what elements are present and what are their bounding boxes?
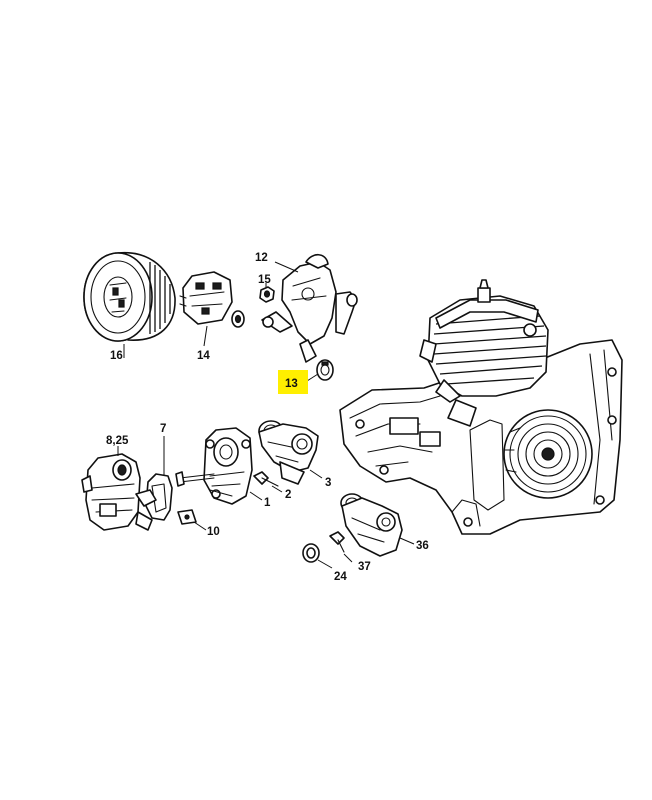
callout-37: 37 — [358, 561, 371, 573]
screw-part-2 — [253, 471, 283, 493]
ring-part-24 — [302, 543, 333, 569]
callout-15: 15 — [258, 274, 271, 286]
callout-8-25: 8,25 — [106, 435, 129, 447]
grommet-part-13 — [306, 359, 334, 382]
carburetor-part-8-25 — [81, 446, 157, 531]
callout-1: 1 — [264, 497, 271, 509]
callout-10: 10 — [207, 526, 220, 538]
gasket-part-7 — [145, 436, 173, 521]
callout-2: 2 — [285, 489, 291, 501]
engine-crankcase — [339, 339, 623, 535]
callout-7: 7 — [160, 423, 166, 435]
intake-manifold-part-3 — [258, 420, 323, 485]
manifold-part-36 — [340, 493, 415, 557]
callout-13: 13 — [285, 378, 298, 390]
callout-14: 14 — [197, 350, 210, 362]
callout-3: 3 — [325, 477, 331, 489]
callout-12: 12 — [255, 252, 268, 264]
filter-base-part-14 — [179, 271, 245, 347]
carb-mount-part-1 — [175, 427, 263, 505]
engine-cylinder — [419, 279, 549, 427]
callout-16: 16 — [110, 350, 123, 362]
callout-36: 36 — [416, 540, 429, 552]
plate-part-10 — [177, 509, 207, 531]
screw-part-37 — [329, 531, 353, 563]
nut-part-15 — [259, 283, 275, 303]
bracket-part-12 — [261, 253, 358, 363]
callout-24: 24 — [334, 571, 347, 583]
callout-13-highlight — [278, 370, 308, 394]
air-filter-part-16 — [83, 251, 176, 358]
